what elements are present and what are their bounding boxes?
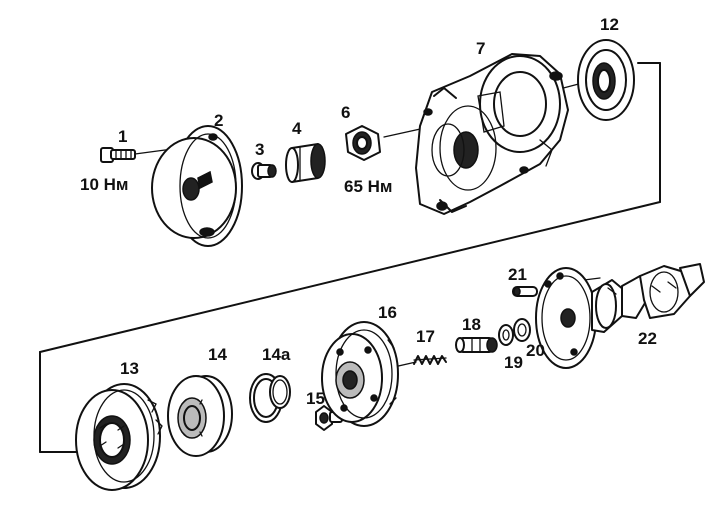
part-18-plunger (455, 337, 498, 353)
label-part-15: 15 (306, 389, 325, 408)
part-1-bolt (100, 147, 136, 163)
label-part-22: 22 (638, 329, 657, 348)
label-part-1: 1 (118, 127, 127, 146)
labels: 1 10 Нм 2 3 4 6 65 Нм 7 12 13 14 14a 15 … (80, 15, 657, 408)
part-7-housing (415, 53, 569, 215)
label-part-4: 4 (292, 119, 302, 138)
label-part-14a: 14a (262, 345, 291, 364)
part-3-bolt (251, 162, 277, 180)
part-21-dowel-pin (512, 286, 538, 297)
part-4-bushing (285, 143, 326, 183)
label-part-13: 13 (120, 359, 139, 378)
part-2-flange-cover (151, 125, 243, 247)
part-20-washer (513, 318, 531, 342)
label-part-3: 3 (255, 140, 264, 159)
label-part-12: 12 (600, 15, 619, 34)
label-part-6: 6 (341, 103, 350, 122)
part-22-crankshaft (535, 263, 705, 369)
part-16-drive-unit (321, 321, 399, 427)
label-torque-part-1: 10 Нм (80, 175, 129, 194)
part-14a-ring-set (249, 373, 291, 423)
part-17-spring (413, 355, 447, 365)
part-14-gear-wheel (167, 375, 233, 457)
part-13-pulley (75, 383, 163, 491)
assembly-frame (39, 62, 661, 453)
part-6-nut (345, 125, 381, 161)
label-torque-part-6: 65 Нм (344, 177, 393, 196)
label-part-7: 7 (476, 39, 485, 58)
label-part-17: 17 (416, 327, 435, 346)
label-part-21: 21 (508, 265, 527, 284)
label-part-2: 2 (214, 111, 223, 130)
label-part-19: 19 (504, 353, 523, 372)
label-part-20: 20 (526, 341, 545, 360)
label-part-16: 16 (378, 303, 397, 322)
part-12-seal-ring (577, 39, 635, 121)
label-part-18: 18 (462, 315, 481, 334)
part-19-washer (498, 324, 514, 346)
part-15-bolt (315, 405, 343, 431)
label-part-14: 14 (208, 345, 227, 364)
